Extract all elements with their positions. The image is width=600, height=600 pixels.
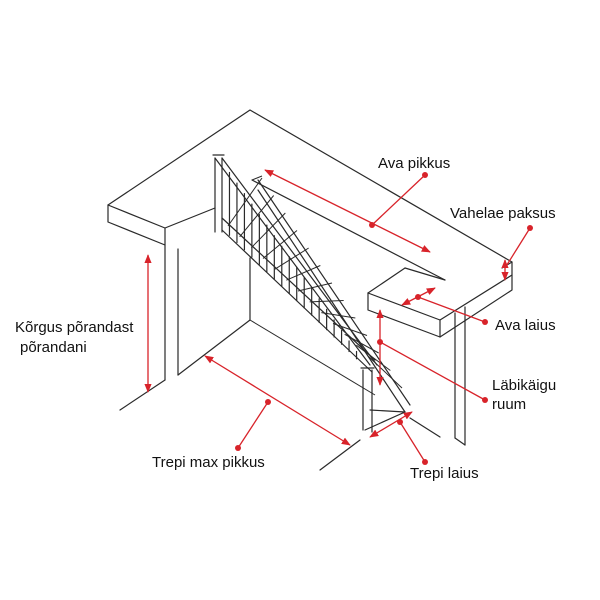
dimension-stair-width	[369, 411, 428, 465]
stair-balusters	[228, 171, 358, 360]
stair-tread	[367, 355, 403, 389]
label-stair-max-length: Trepi max pikkus	[152, 454, 265, 471]
stair-tread	[309, 300, 344, 303]
stair-treads	[227, 177, 403, 389]
stair-tread	[250, 212, 286, 249]
stair-tread	[286, 265, 321, 281]
dimension-headroom	[376, 309, 488, 403]
staircase	[212, 154, 411, 433]
dimension-slab-thickness	[501, 225, 533, 281]
stair-tread	[297, 282, 333, 292]
dimension-opening-length	[264, 169, 431, 253]
label-slab-thickness: Vahelae paksus	[450, 205, 556, 222]
upper-floor-slab	[107, 109, 513, 338]
dimension-stair-max-length	[204, 355, 351, 451]
label-headroom-line1: Läbikäigu	[492, 377, 556, 394]
stair-tread	[356, 344, 391, 371]
label-opening-width: Ava laius	[495, 317, 556, 334]
label-floor-to-floor-line2: põrandani	[20, 339, 87, 356]
label-opening-length: Ava pikkus	[378, 155, 450, 172]
label-floor-to-floor-line1: Kõrgus põrandast	[15, 319, 134, 336]
walls	[119, 244, 466, 471]
dimension-opening-width	[401, 287, 488, 325]
label-headroom-line2: ruum	[492, 396, 526, 413]
label-stair-width: Trepi laius	[410, 465, 479, 482]
